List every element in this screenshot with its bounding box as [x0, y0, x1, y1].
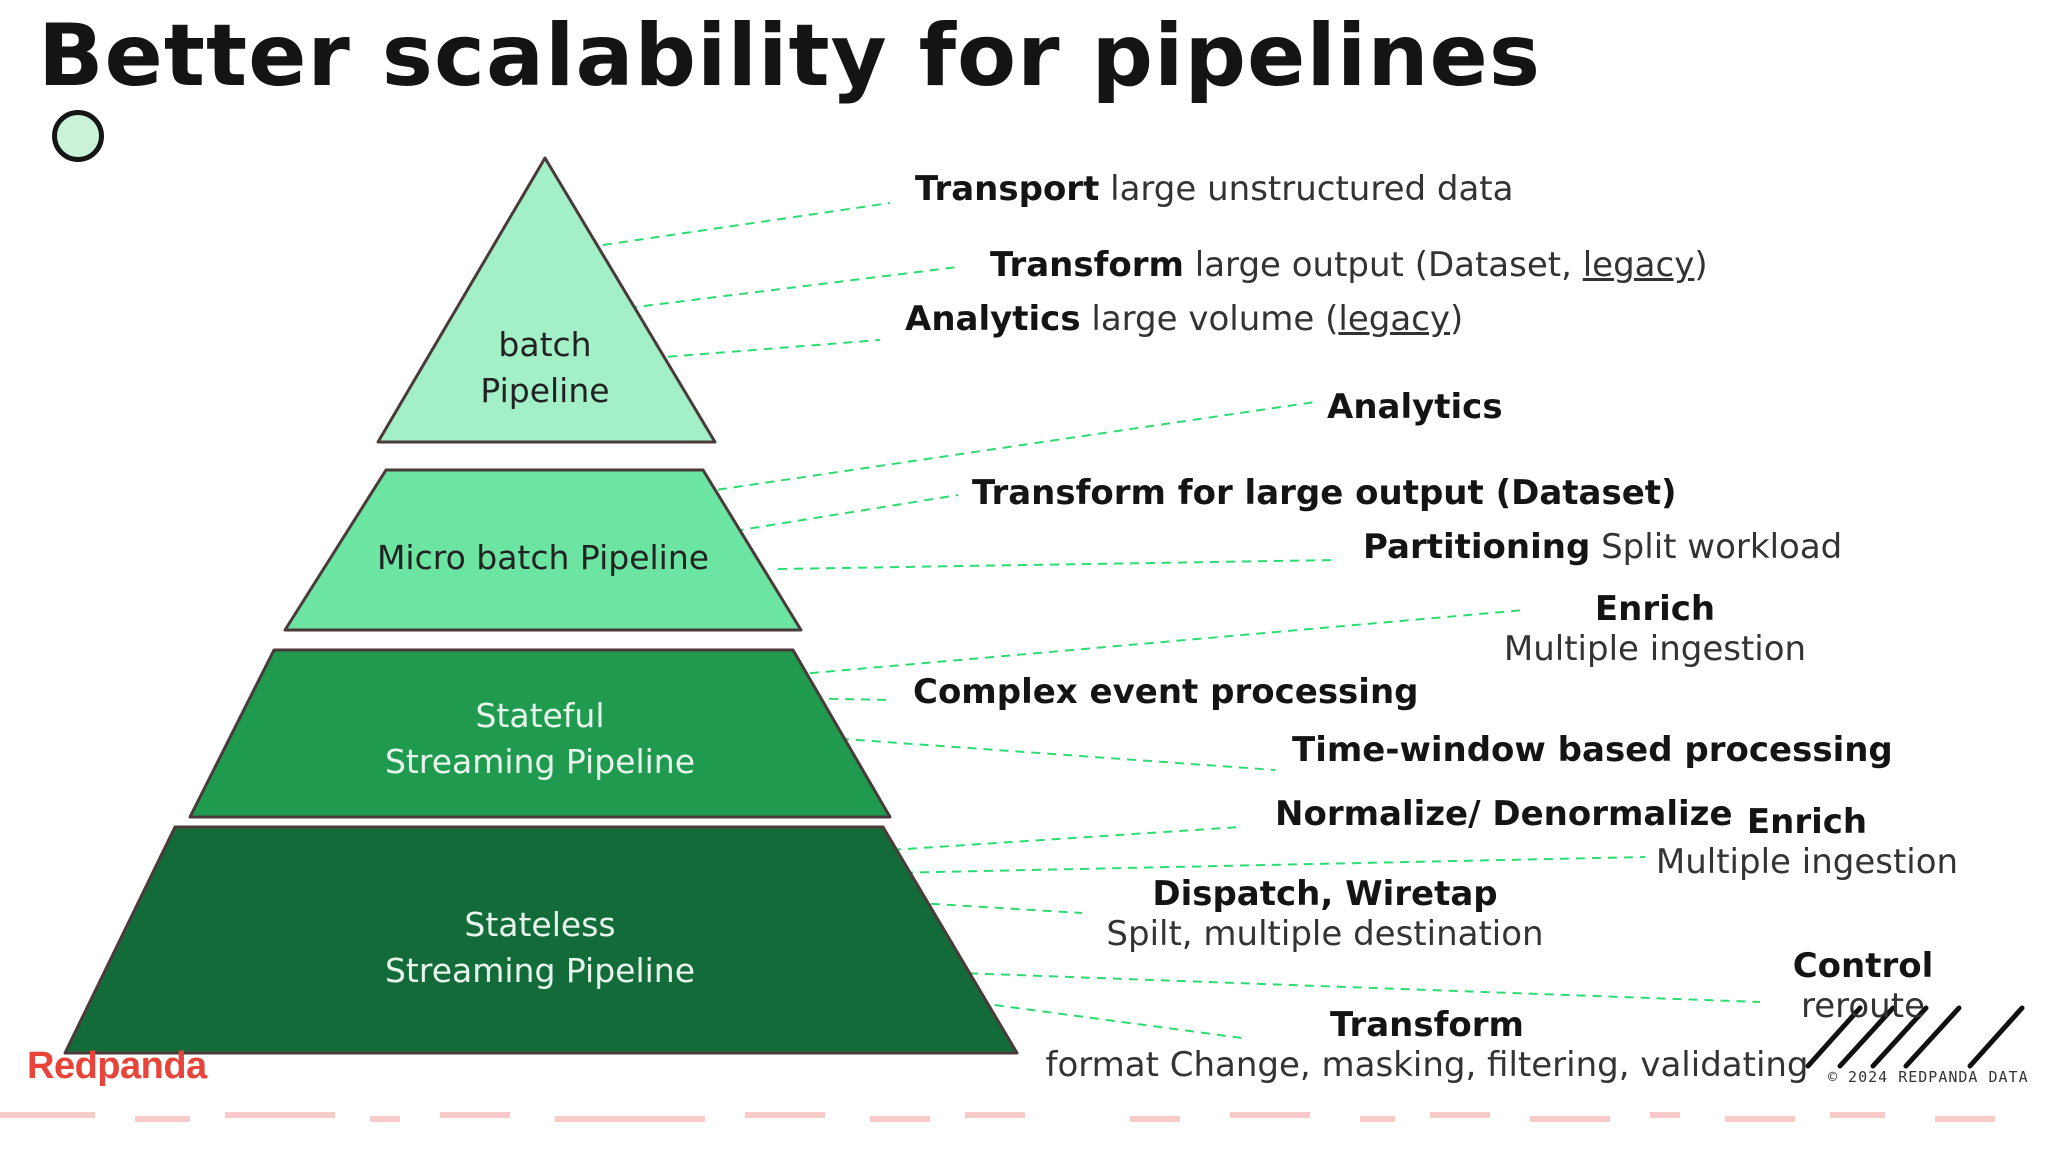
annotation-bold: Dispatch, Wiretap	[1152, 874, 1498, 914]
connector-normalize	[859, 826, 1241, 853]
connector-transform-legacy	[627, 266, 959, 309]
pyramid-tier-micro-batch	[283, 468, 803, 632]
annotation-bold: Analytics	[905, 299, 1081, 339]
stripe-segment	[135, 1116, 190, 1122]
annotation-text: )	[1450, 299, 1464, 339]
stripe-segment	[1130, 1116, 1180, 1122]
annotation-time-window: Time-window based processing	[1292, 733, 1893, 767]
annotation-transport: Transport large unstructured data	[915, 172, 1513, 206]
annotation-text: large unstructured data	[1099, 169, 1514, 209]
annotation-text: Multiple ingestion	[1655, 842, 1959, 882]
tier-label-line: Pipeline	[480, 371, 610, 410]
connector-partitioning	[777, 559, 1339, 570]
tier-label-micro-batch: Micro batch Pipeline	[377, 535, 709, 581]
tier-label-stateful: Stateful Streaming Pipeline	[385, 693, 695, 785]
annotation-bold: Enrich	[1594, 589, 1716, 629]
hatch-decoration	[1805, 1005, 2025, 1069]
annotation-dispatch: Dispatch, Wiretap Spilt, multiple destin…	[1106, 877, 1543, 957]
redpanda-logo: Redpanda	[27, 1045, 207, 1087]
annotation-transform-last: Transform format Change, masking, filter…	[1045, 1008, 1808, 1088]
annotation-partitioning: Partitioning Split workload	[1363, 530, 1842, 564]
tier-label-line: Streaming Pipeline	[384, 951, 696, 990]
stripe-segment	[440, 1112, 510, 1118]
stripe-segment	[870, 1116, 930, 1122]
annotation-control: Control reroute	[1793, 949, 1934, 1029]
stripe-segment	[1935, 1116, 1995, 1122]
annotation-transform-legacy: Transform large output (Dataset, legacy)	[990, 248, 1708, 282]
stripe-segment	[1430, 1112, 1490, 1118]
annotation-text: Spilt, multiple destination	[1106, 914, 1544, 954]
tier-label-line: batch	[498, 325, 592, 364]
stripe-segment	[1725, 1116, 1795, 1122]
annotation-bold: Normalize/ Denormalize	[1275, 794, 1733, 834]
pyramid-tier-batch	[376, 156, 717, 444]
stripe-segment	[1230, 1112, 1310, 1118]
annotation-bold: Transform	[990, 245, 1184, 285]
annotation-bold: Time-window based processing	[1292, 730, 1893, 770]
stripe-segment	[225, 1112, 335, 1118]
legacy-link[interactable]: legacy	[1338, 299, 1450, 339]
tier-label-line: Micro batch Pipeline	[376, 538, 710, 577]
stripe-segment	[1360, 1116, 1395, 1122]
tier-label-line: Stateless	[464, 905, 616, 944]
legacy-link[interactable]: legacy	[1582, 245, 1695, 285]
connector-analytics	[701, 401, 1316, 493]
stripe-segment	[745, 1112, 825, 1118]
tier-label-batch: batch Pipeline	[480, 322, 609, 414]
stripe-segment	[1830, 1112, 1885, 1118]
connector-analytics-legacy	[651, 339, 881, 359]
stripe-segment	[1530, 1116, 1610, 1122]
annotation-normalize: Normalize/ Denormalize	[1275, 797, 1733, 831]
annotation-analytics-legacy: Analytics large volume (legacy)	[905, 302, 1463, 336]
annotation-analytics: Analytics	[1327, 390, 1503, 424]
connector-transform-dataset	[702, 494, 959, 537]
circle-bullet-icon	[52, 110, 104, 162]
annotation-bold: Enrich	[1746, 802, 1868, 842]
annotation-text: Multiple ingestion	[1503, 629, 1807, 669]
tier-label-stateless: Stateless Streaming Pipeline	[385, 902, 695, 994]
connector-enrich-1	[777, 609, 1526, 677]
copyright-notice: © 2024 REDPANDA DATA	[1828, 1068, 2029, 1086]
annotation-text: large volume (	[1080, 299, 1339, 339]
stripe-segment	[370, 1116, 400, 1122]
pyramid-tier-stateless	[63, 825, 1019, 1055]
stripe-segment	[965, 1112, 1025, 1118]
annotation-enrich-2: Enrich Multiple ingestion	[1656, 805, 1958, 885]
annotation-bold: Analytics	[1327, 387, 1503, 427]
annotation-bold: Partitioning	[1363, 527, 1591, 567]
annotation-bold: Control	[1792, 946, 1934, 986]
annotation-complex-event-processing: Complex event processing	[913, 675, 1418, 709]
annotation-text: large output (Dataset,	[1183, 245, 1583, 285]
connector-control	[904, 970, 1761, 1003]
connector-dispatch	[802, 895, 1083, 914]
annotation-text: )	[1694, 245, 1708, 285]
slide-title: Better scalability for pipelines	[38, 6, 1542, 106]
tier-label-line: Streaming Pipeline	[384, 742, 696, 781]
annotation-enrich-1: Enrich Multiple ingestion	[1504, 592, 1806, 672]
annotation-text: Split workload	[1590, 527, 1843, 567]
annotation-text: format Change, masking, filtering, valid…	[1045, 1045, 1809, 1085]
annotation-bold: Complex event processing	[913, 672, 1419, 712]
annotation-bold: Transport	[915, 169, 1100, 209]
stripe-segment	[0, 1112, 95, 1118]
annotation-text: reroute	[1801, 986, 1925, 1026]
annotation-bold: Transform for large output (Dataset)	[972, 473, 1677, 513]
annotation-transform-dataset: Transform for large output (Dataset)	[972, 476, 1677, 510]
bottom-stripe-decoration	[0, 1112, 1995, 1122]
stripe-segment	[555, 1116, 705, 1122]
connector-enrich-2	[887, 856, 1646, 874]
pyramid-tier-stateful	[188, 648, 892, 819]
tier-label-line: Stateful	[475, 696, 605, 735]
connector-transport	[602, 202, 891, 246]
stripe-segment	[1650, 1112, 1680, 1118]
annotation-bold: Transform	[1330, 1005, 1524, 1045]
